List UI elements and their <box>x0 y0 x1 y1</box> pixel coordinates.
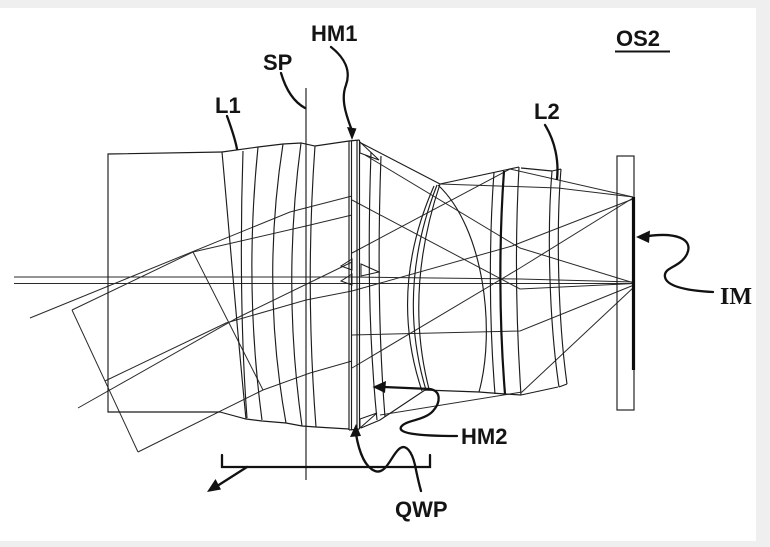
label-hm2: HM2 <box>461 424 507 449</box>
im-arrow-head <box>636 230 650 243</box>
l2-rear-surface <box>557 168 568 385</box>
label-l2: L2 <box>534 99 560 124</box>
wavefront-2 <box>192 251 264 391</box>
axial-marginal-ray <box>14 276 635 283</box>
hm2-arrow-head <box>372 381 386 393</box>
fold-ray-up-2 <box>351 197 634 369</box>
figure-canvas: L1 SP HM1 L2 OS2 HM2 QWP IM <box>0 8 756 541</box>
move-arrow-head <box>207 479 221 492</box>
sp-leader <box>279 71 307 110</box>
mid-bottom-silhouette <box>360 386 559 429</box>
oblique-ray-2 <box>104 290 353 382</box>
fold-ray-down-2 <box>351 199 635 290</box>
lens-l2 <box>548 168 568 388</box>
hm1-arrow-head <box>347 127 357 140</box>
top-marginal-ray <box>439 183 634 198</box>
leader-lines <box>225 45 715 493</box>
l1-top-silhouette <box>221 140 350 153</box>
fold-ray-up-1 <box>351 168 634 254</box>
mid-surface-2 <box>378 155 386 418</box>
optical-diagram: L1 SP HM1 L2 OS2 HM2 QWP IM <box>14 21 752 522</box>
l1-surface-3 <box>272 143 287 424</box>
mid-top-silhouette <box>360 142 553 185</box>
mid-arc-left-3 <box>418 183 441 390</box>
l1-surface-2 <box>251 146 263 421</box>
middle-lens-group <box>360 142 559 429</box>
mid-surface-3 <box>489 171 496 395</box>
mid-arc-left-2 <box>412 184 438 391</box>
l1-surface-1b <box>240 150 248 419</box>
l2-leader <box>543 123 559 181</box>
bracket <box>220 453 432 469</box>
oblique-ray-0 <box>29 195 353 319</box>
fold-ray-down-1 <box>364 154 635 284</box>
image-plane-im <box>616 155 636 411</box>
ray-trace <box>14 154 635 453</box>
hm2-leader <box>382 385 459 438</box>
labels: L1 SP HM1 L2 OS2 HM2 QWP IM <box>215 21 752 522</box>
hm1-leader <box>329 45 353 130</box>
l1-surface-4 <box>291 142 303 427</box>
l1-leader <box>225 114 239 151</box>
move-arrow-shaft <box>212 465 249 490</box>
movable-group-bracket <box>207 453 432 492</box>
bottom-ray <box>379 286 635 416</box>
lens-group-l1 <box>107 140 350 430</box>
oblique-ray-1 <box>71 214 353 311</box>
mid-surface-1 <box>368 151 378 421</box>
label-hm1: HM1 <box>311 21 357 46</box>
stack-left-wedge-2 <box>339 273 353 286</box>
stack-left-wedge-1 <box>339 258 353 271</box>
qwp-arrow-head <box>350 424 361 437</box>
mid-arc-right <box>437 184 487 393</box>
label-sp: SP <box>263 50 292 75</box>
mid-surface-5 <box>515 166 522 396</box>
mid-surface-4-dark <box>499 170 507 395</box>
l1-bottom-silhouette <box>219 411 350 430</box>
label-qwp: QWP <box>395 497 448 522</box>
oblique-ray-3 <box>137 360 353 453</box>
mid-arc-left-1 <box>407 185 435 392</box>
stack-bottom-wedge <box>359 412 378 430</box>
l1-surface-5 <box>309 145 317 428</box>
im-leader <box>640 233 715 294</box>
wavefront-1 <box>71 309 139 453</box>
label-os2: OS2 <box>616 26 660 51</box>
label-l1: L1 <box>215 93 241 118</box>
qwp-leader <box>354 432 423 493</box>
stack-top-wedge <box>359 140 380 161</box>
fold-ray-down-3 <box>351 284 635 336</box>
fold-ray-up-3 <box>351 198 634 292</box>
l1-surface-1a <box>221 151 247 420</box>
l1-front-block <box>107 151 223 413</box>
l2-front-surface <box>548 170 560 388</box>
label-im: IM <box>720 284 752 310</box>
